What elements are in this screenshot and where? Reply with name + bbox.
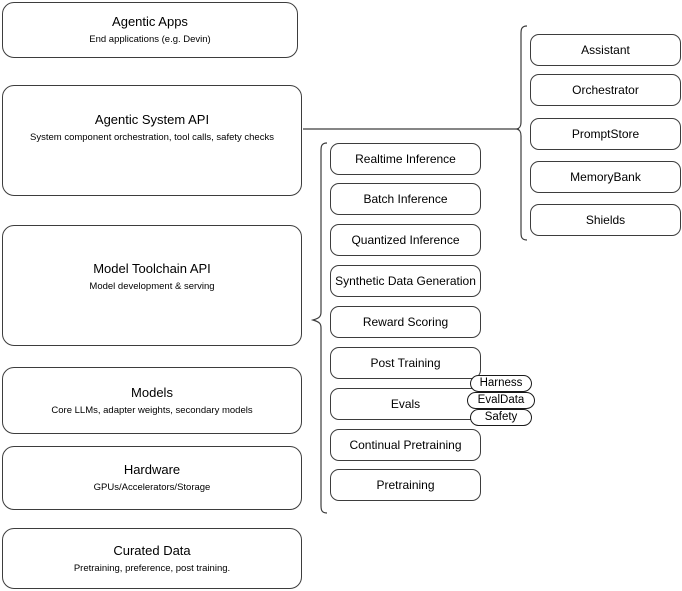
layer-title: Model Toolchain API — [93, 260, 211, 276]
system-item-assistant[interactable]: Assistant — [530, 34, 681, 66]
layer-box-hardware[interactable]: Hardware GPUs/Accelerators/Storage — [2, 446, 302, 510]
toolchain-item-continual-pretraining[interactable]: Continual Pretraining — [330, 429, 481, 461]
layer-box-agentic-apps[interactable]: Agentic Apps End applications (e.g. Devi… — [2, 2, 298, 58]
layer-box-agentic-system-api[interactable]: Agentic System API System component orch… — [2, 85, 302, 196]
layer-title: Models — [131, 384, 173, 400]
toolchain-item-quantized-inference[interactable]: Quantized Inference — [330, 224, 481, 256]
toolchain-items-brace — [310, 142, 328, 514]
toolchain-item-pretraining[interactable]: Pretraining — [330, 469, 481, 501]
toolchain-item-evals[interactable]: Evals — [330, 388, 481, 420]
layer-subtitle: Model development & serving — [89, 280, 215, 292]
toolchain-item-synthetic-data-generation[interactable]: Synthetic Data Generation — [330, 265, 481, 297]
toolchain-item-reward-scoring[interactable]: Reward Scoring — [330, 306, 481, 338]
system-components-brace — [515, 25, 528, 241]
layer-subtitle: Core LLMs, adapter weights, secondary mo… — [51, 404, 253, 416]
layer-title: Agentic System API — [94, 111, 210, 127]
system-item-promptstore[interactable]: PromptStore — [530, 118, 681, 150]
toolchain-item-realtime-inference[interactable]: Realtime Inference — [330, 143, 481, 175]
eval-pill-harness[interactable]: Harness — [470, 375, 532, 392]
toolchain-item-batch-inference[interactable]: Batch Inference — [330, 183, 481, 215]
eval-pill-evaldata[interactable]: EvalData — [467, 392, 535, 409]
layer-title: Agentic Apps — [112, 14, 188, 29]
layer-subtitle: End applications (e.g. Devin) — [89, 34, 211, 45]
layer-title: Hardware — [123, 462, 181, 477]
eval-pill-safety[interactable]: Safety — [470, 409, 532, 426]
layer-box-models[interactable]: Models Core LLMs, adapter weights, secon… — [2, 367, 302, 434]
system-item-shields[interactable]: Shields — [530, 204, 681, 236]
system-item-memorybank[interactable]: MemoryBank — [530, 161, 681, 193]
system-item-orchestrator[interactable]: Orchestrator — [530, 74, 681, 106]
layer-title: Curated Data — [113, 542, 191, 558]
layer-box-curated-data[interactable]: Curated Data Pretraining, preference, po… — [2, 528, 302, 589]
toolchain-item-post-training[interactable]: Post Training — [330, 347, 481, 379]
layer-subtitle: Pretraining, preference, post training. — [73, 562, 231, 574]
layer-subtitle: System component orchestration, tool cal… — [30, 131, 274, 143]
layer-subtitle: GPUs/Accelerators/Storage — [93, 482, 211, 493]
layer-box-model-toolchain-api[interactable]: Model Toolchain API Model development & … — [2, 225, 302, 346]
